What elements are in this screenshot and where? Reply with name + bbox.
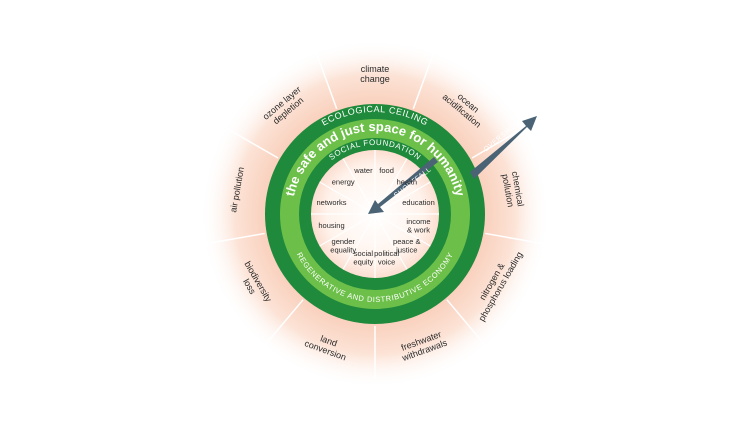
social-foundation-item: networks [316, 198, 346, 207]
inner-sector-divider [374, 213, 431, 247]
social-foundation-item: water [353, 166, 373, 175]
social-foundation-item: energy [332, 178, 355, 187]
social-foundation-item: housing [318, 221, 344, 230]
inner-sector-divider [319, 213, 376, 247]
outer-sector-divider [263, 299, 304, 347]
social-foundation-item: health [397, 178, 417, 187]
social-foundation-item: food [379, 166, 394, 175]
inner-sector-divider [319, 181, 376, 215]
outer-sector-divider [412, 52, 435, 110]
outer-sector-divider [205, 232, 265, 245]
ecological-ceiling-dividers [205, 52, 545, 386]
outer-sector-divider [315, 52, 338, 110]
social-foundation-item: income& work [406, 217, 430, 235]
outer-sector-divider [225, 127, 279, 159]
inner-sector-divider [342, 158, 376, 215]
social-foundation-item: peace &justice [393, 237, 421, 255]
inner-sector-divider [374, 213, 408, 270]
outer-sector-divider [485, 232, 545, 245]
inner-sector-divider [342, 213, 376, 270]
outer-sector-divider [471, 127, 525, 159]
inner-sector-divider [374, 181, 431, 215]
social-foundation-item: education [402, 198, 435, 207]
outer-sector-divider [446, 299, 487, 347]
